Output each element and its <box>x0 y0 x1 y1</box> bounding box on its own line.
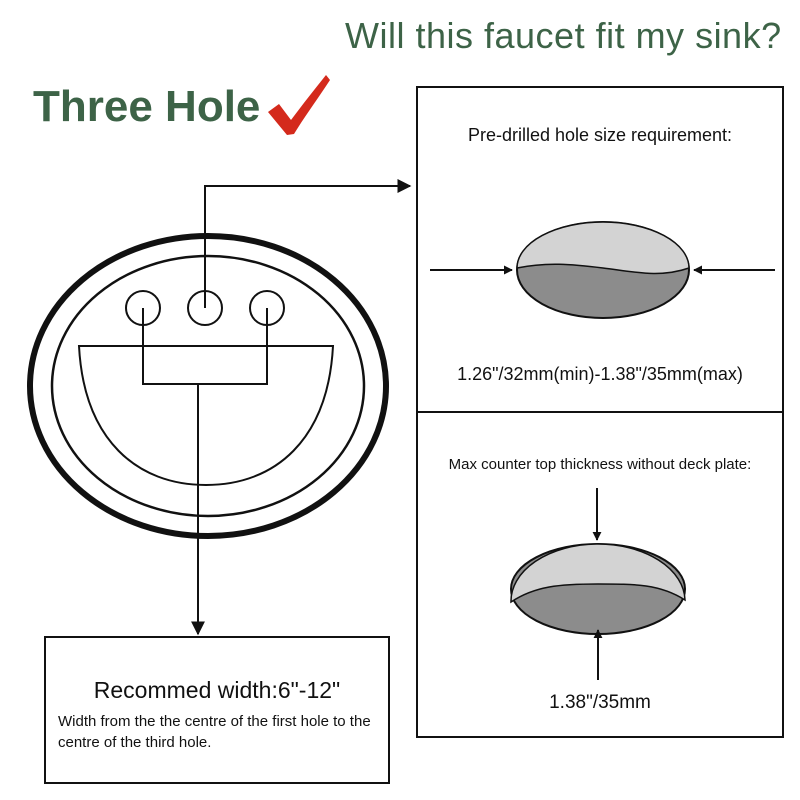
sink-top-view <box>27 233 389 539</box>
sink-outer-rim <box>27 233 389 539</box>
hole-size-heading: Pre-drilled hole size requirement: <box>467 125 733 145</box>
recommended-width-description: Width from the the centre of the first h… <box>58 713 371 751</box>
arrow-right-icon <box>204 179 412 308</box>
sink-basin <box>77 345 335 487</box>
hole-type-heading: Three Hole <box>33 82 261 131</box>
sink-inner-rim <box>50 254 366 518</box>
hole-size-illustration <box>430 221 775 319</box>
hole-size-value: 1.26"/32mm(min)-1.38"/35mm(max) <box>457 364 743 384</box>
checkmark-icon <box>268 75 330 135</box>
recommended-width-heading: Recommed width:6"-12" <box>93 677 341 703</box>
page-title: Will this faucet fit my sink? <box>345 15 782 56</box>
thickness-heading: Max counter top thickness without deck p… <box>448 456 752 473</box>
recommendation-box <box>44 636 390 784</box>
thickness-illustration <box>510 488 686 680</box>
hole-span-bracket <box>142 308 268 385</box>
thickness-value: 1.38"/35mm <box>549 692 651 713</box>
